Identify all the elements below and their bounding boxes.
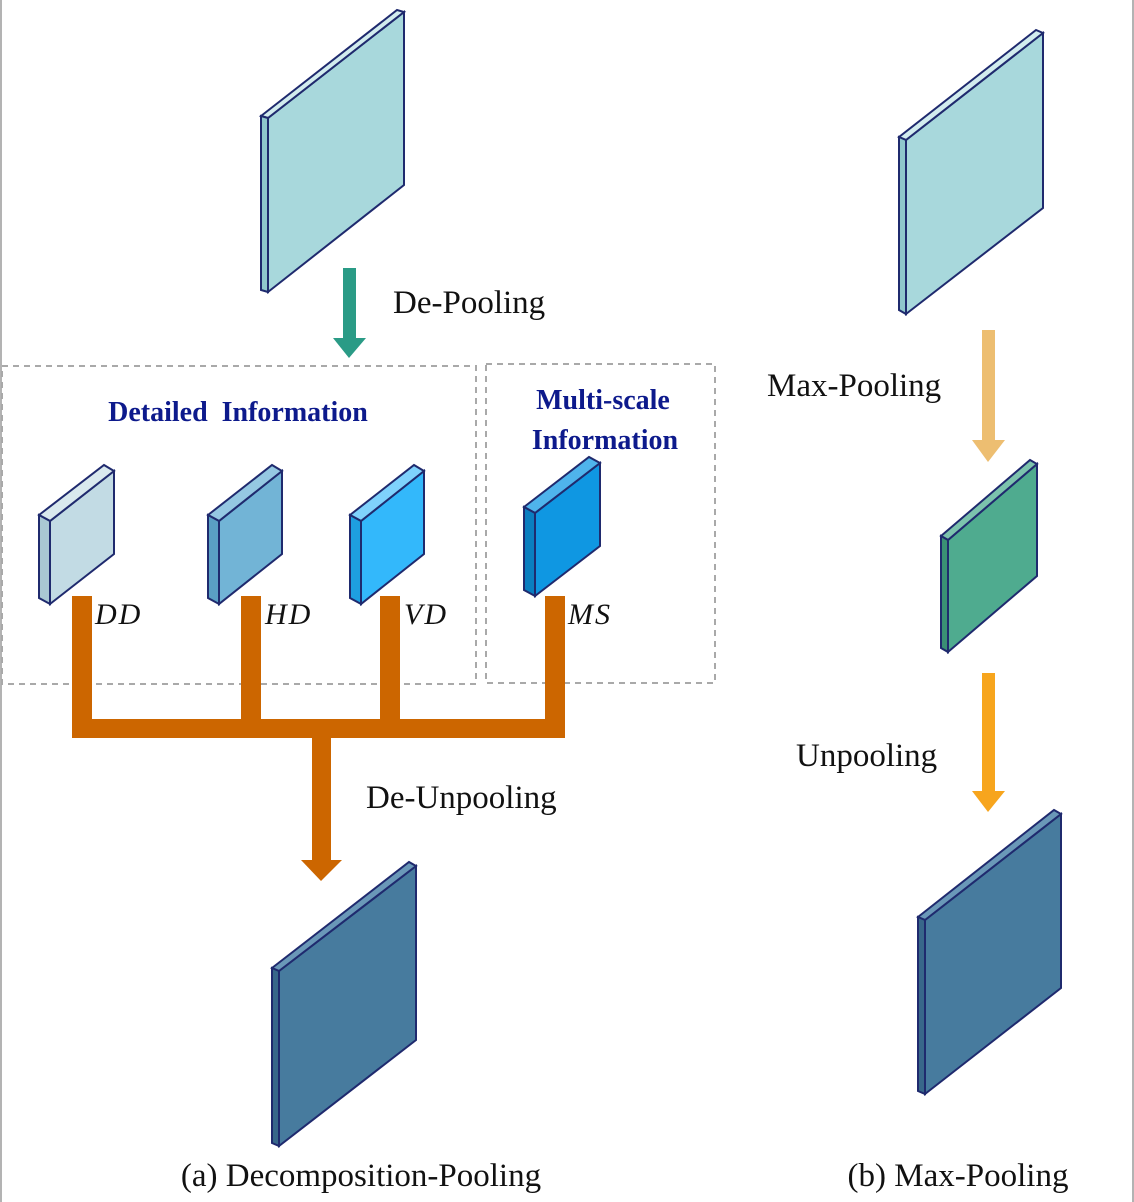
dd-feature-map	[37, 463, 116, 607]
caption-b: (b) Max-Pooling	[848, 1158, 1069, 1194]
ms-feature-map	[522, 455, 602, 599]
pooled-feature-map	[939, 458, 1039, 655]
maxpooling-label: Max-Pooling	[767, 368, 941, 404]
depooling-label: De-Pooling	[393, 285, 545, 321]
unpooling-arrow	[972, 673, 1005, 812]
maxpooling-arrow	[972, 330, 1005, 462]
output-feature-map-a	[270, 860, 418, 1149]
depooling-arrow	[333, 268, 366, 358]
input-feature-map-a	[258, 8, 407, 295]
input-feature-map-b	[897, 28, 1045, 317]
output-feature-map-b	[916, 808, 1063, 1097]
multiscale-heading-line1: Multi-scale	[536, 385, 670, 416]
hd-tag: HD	[264, 598, 312, 631]
panel-a: De-Pooling Detailed Information Multi-sc…	[1, 8, 716, 1194]
vd-feature-map	[348, 463, 426, 607]
multiscale-info-box	[485, 363, 716, 684]
panel-b: Max-Pooling Unpooling (b) Max-Pooling	[767, 28, 1069, 1194]
vd-tag: VD	[404, 598, 448, 631]
dd-tag: DD	[94, 598, 142, 631]
de-unpooling-label: De-Unpooling	[366, 780, 557, 816]
multiscale-heading-line2: Information	[532, 425, 679, 456]
caption-a: (a) Decomposition-Pooling	[181, 1158, 541, 1194]
de-unpooling-connector	[72, 596, 565, 881]
unpooling-label: Unpooling	[796, 738, 937, 774]
hd-feature-map	[206, 463, 284, 607]
detailed-info-box	[1, 365, 477, 685]
ms-tag: MS	[567, 598, 612, 631]
detailed-info-heading: Detailed Information	[108, 397, 368, 428]
